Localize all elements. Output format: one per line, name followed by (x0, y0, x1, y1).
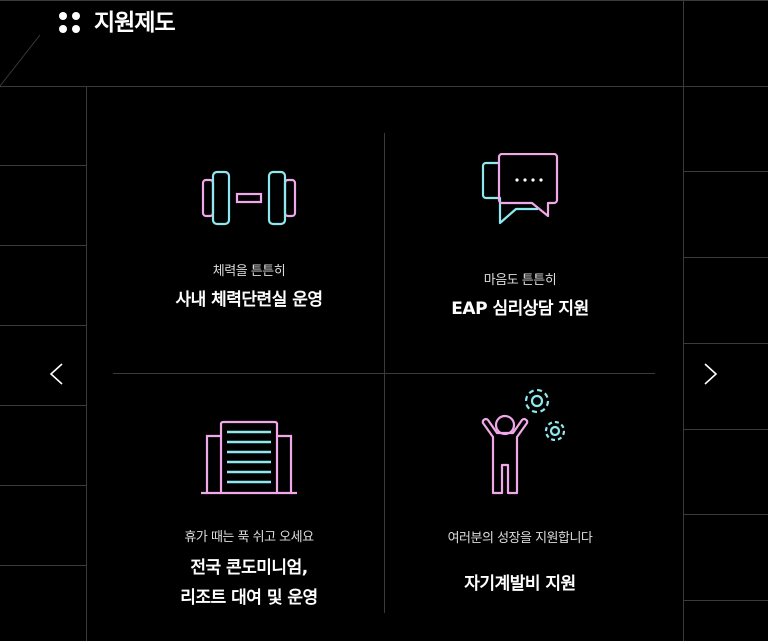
dumbbell-icon (201, 170, 297, 226)
next-button[interactable] (697, 359, 727, 389)
card-subtitle: 마음도 튼튼히 (483, 273, 557, 288)
card-title-line-1: 전국 콘도미니엄, (190, 558, 308, 578)
building-icon (201, 420, 297, 495)
benefit-card-eap: 마음도 튼튼히 EAP 심리상담 지원 (385, 153, 655, 324)
page-title: 지원제도 (94, 10, 176, 36)
benefit-card-self-development: 여러분의 성장을 지원합니다 자기계발비 지원 (385, 385, 655, 599)
benefit-card-gym: 체력을 튼튼히 사내 체력단련실 운영 (114, 170, 384, 315)
chat-bubbles-icon (481, 153, 559, 225)
benefit-card-condo: 휴가 때는 푹 쉬고 오세요 전국 콘도미니엄, 리조트 대여 및 운영 (114, 420, 384, 613)
card-title: 자기계발비 지원 (464, 574, 576, 594)
card-subtitle: 여러분의 성장을 지원합니다 (447, 531, 593, 546)
card-title: 사내 체력단련실 운영 (175, 290, 323, 310)
card-title: EAP 심리상담 지원 (451, 299, 589, 319)
person-gears-icon (481, 388, 565, 495)
card-title-line-2: 리조트 대여 및 운영 (180, 588, 318, 608)
chevron-right-icon (704, 363, 718, 385)
chevron-left-icon (49, 363, 63, 385)
card-subtitle: 휴가 때는 푹 쉬고 오세요 (184, 530, 314, 545)
four-dots-icon (59, 12, 83, 36)
card-subtitle: 체력을 튼튼히 (212, 264, 286, 279)
prev-button[interactable] (42, 359, 72, 389)
